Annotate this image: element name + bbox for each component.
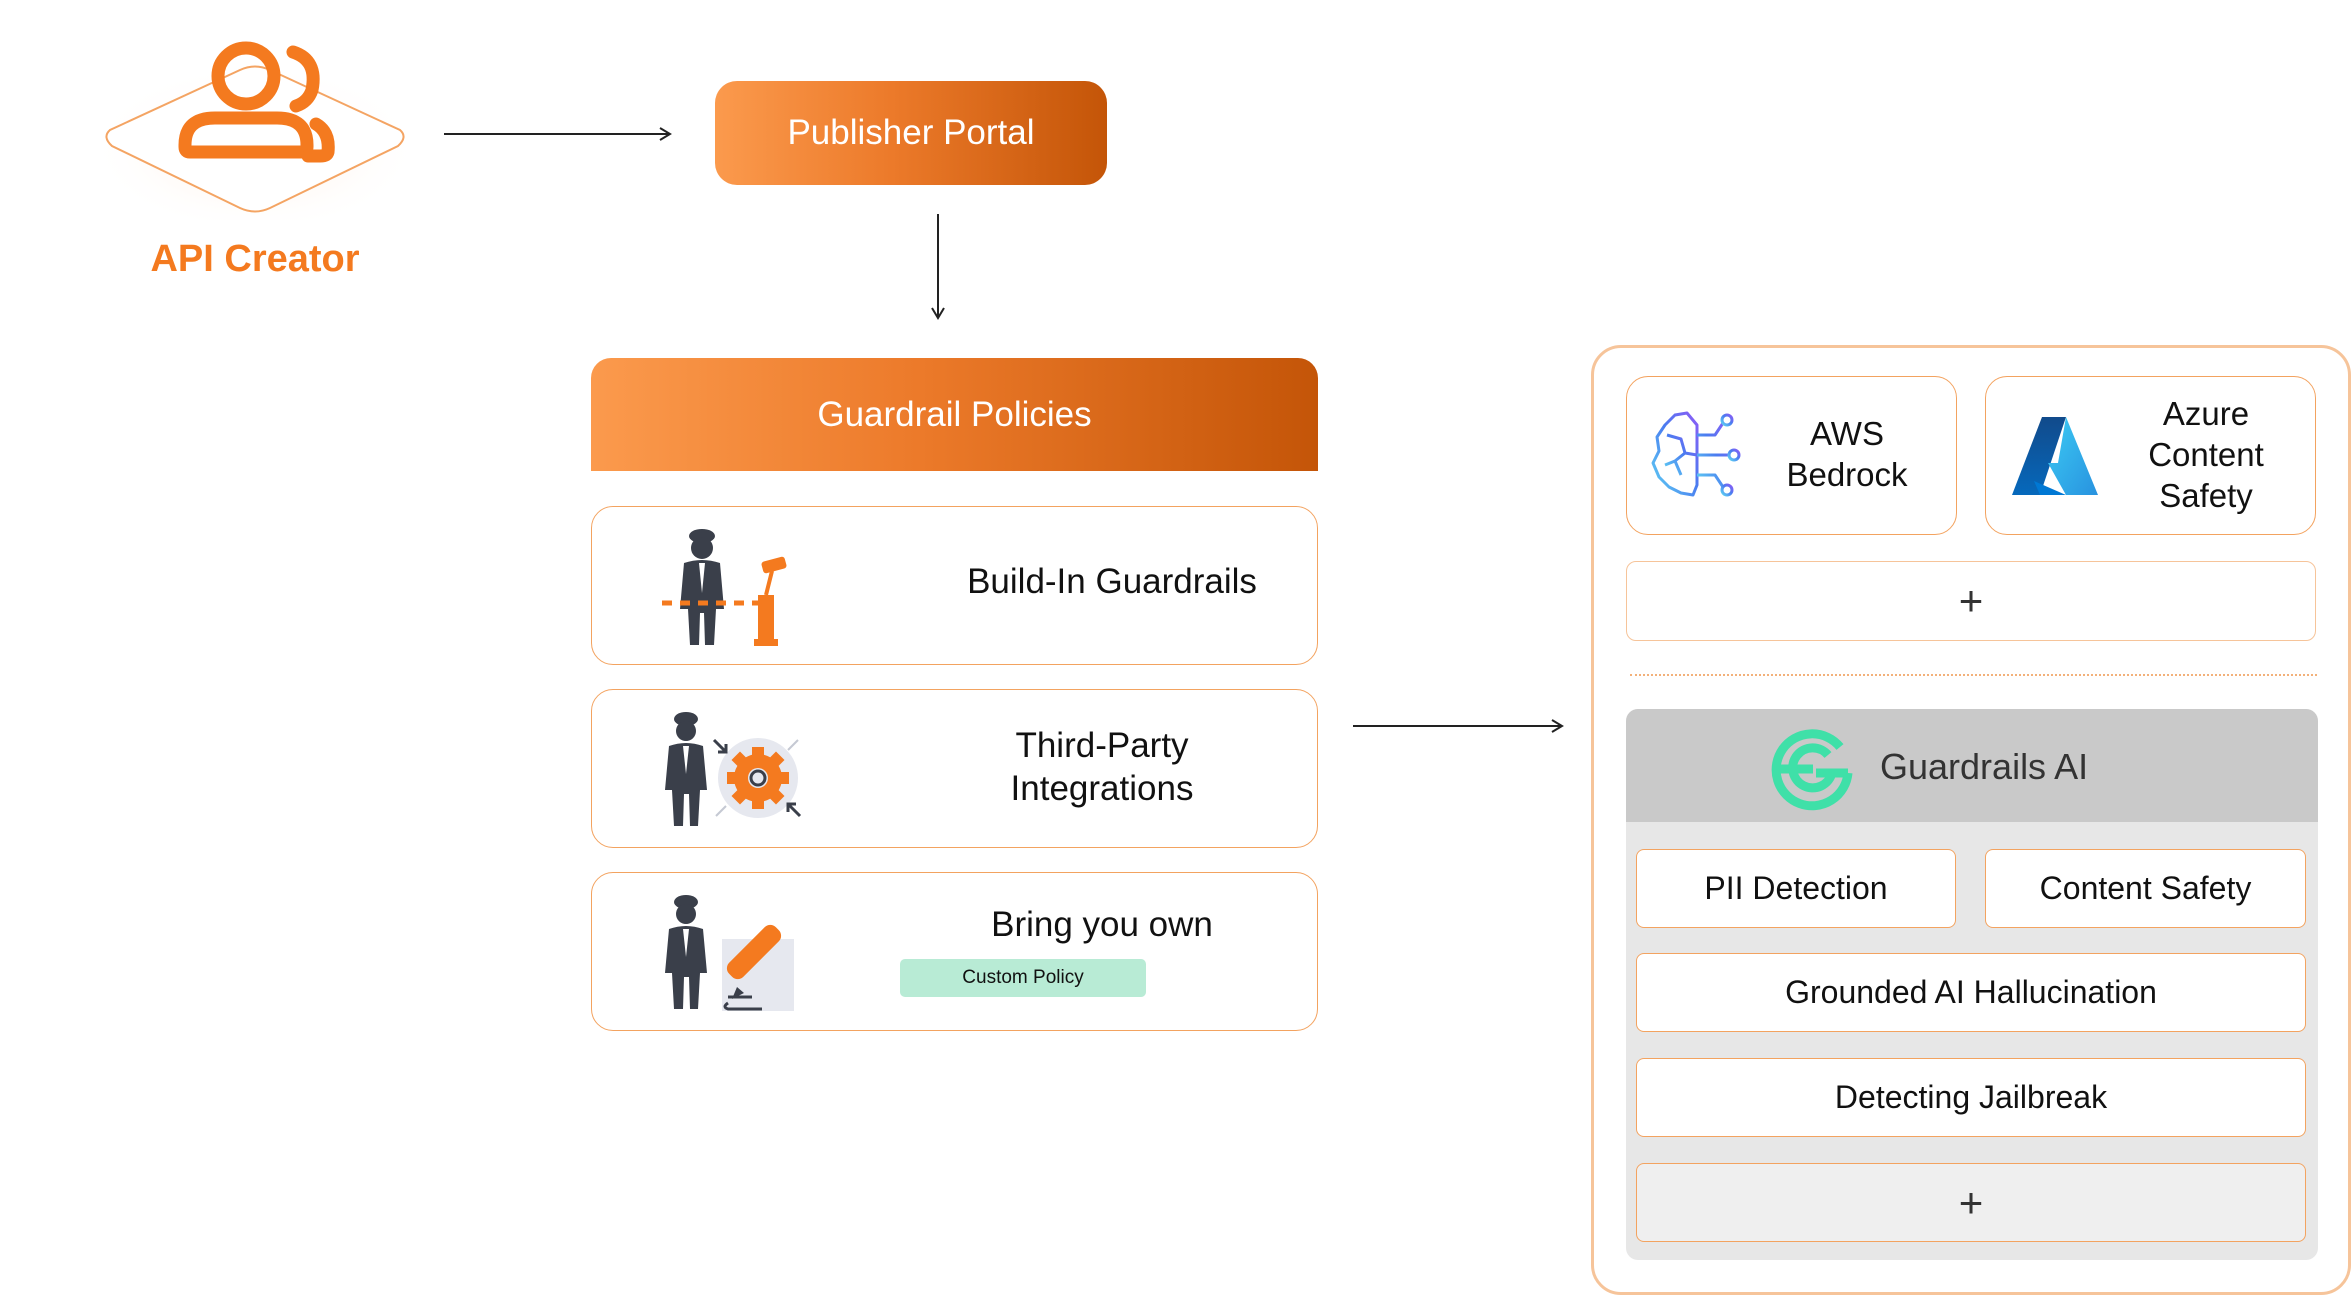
api-creator-icon — [90, 30, 420, 225]
publisher-portal-node: Publisher Portal — [715, 81, 1107, 185]
azure-icon — [2012, 417, 2098, 495]
policy-card-builtin: Build-In Guardrails — [591, 506, 1318, 665]
policy-title-byo: Bring you own — [991, 905, 1213, 944]
provider-title-aws: AWS Bedrock — [1747, 413, 1947, 495]
policy-card-bring-your-own: Bring you own Custom Policy — [591, 872, 1318, 1031]
provider-title-line1: AWS — [1810, 415, 1884, 452]
api-creator-label: API Creator — [150, 238, 360, 280]
provider-card-aws-bedrock: AWS Bedrock — [1626, 376, 1957, 535]
feature-pii-detection: PII Detection — [1636, 849, 1956, 928]
provider-card-azure-content-safety: Azure Content Safety — [1985, 376, 2316, 535]
guard-gear-icon — [665, 712, 802, 826]
feature-content-safety: Content Safety — [1985, 849, 2306, 928]
policy-title-line2: Integrations — [1010, 769, 1194, 808]
policy-title-builtin: Build-In Guardrails — [967, 562, 1257, 601]
aws-bedrock-icon — [1651, 411, 1741, 497]
guardrail-policies-header: Guardrail Policies — [591, 358, 1318, 471]
provider-title-line3: Safety — [2159, 477, 2253, 514]
guardrails-ai-logo — [1771, 729, 1853, 811]
panel-divider — [1630, 674, 2317, 676]
provider-title-azure: Azure Content Safety — [2106, 393, 2306, 516]
publisher-portal-label: Publisher Portal — [787, 113, 1035, 152]
feature-grounded-ai-hallucination: Grounded AI Hallucination — [1636, 953, 2306, 1032]
policy-title-line1: Third-Party — [1015, 726, 1189, 765]
provider-title-line1: Azure — [2162, 395, 2250, 432]
add-feature-slot: + — [1636, 1163, 2306, 1242]
guardrail-policies-title: Guardrail Policies — [817, 394, 1092, 434]
guard-barrier-icon — [662, 529, 787, 646]
add-provider-slot: + — [1626, 561, 2316, 641]
custom-policy-badge: Custom Policy — [900, 959, 1146, 997]
policy-card-third-party: Third-Party Integrations — [591, 689, 1318, 848]
guardrails-ai-header — [1626, 709, 2318, 822]
guardrails-ai-title: Guardrails AI — [1880, 746, 2089, 787]
provider-title-line2: Bedrock — [1786, 456, 1908, 493]
policy-title-third-party: Third-Party Integrations — [852, 724, 1352, 810]
provider-title-line2: Content — [2148, 436, 2264, 473]
feature-detecting-jailbreak: Detecting Jailbreak — [1636, 1058, 2306, 1137]
guard-edit-icon — [665, 895, 794, 1011]
